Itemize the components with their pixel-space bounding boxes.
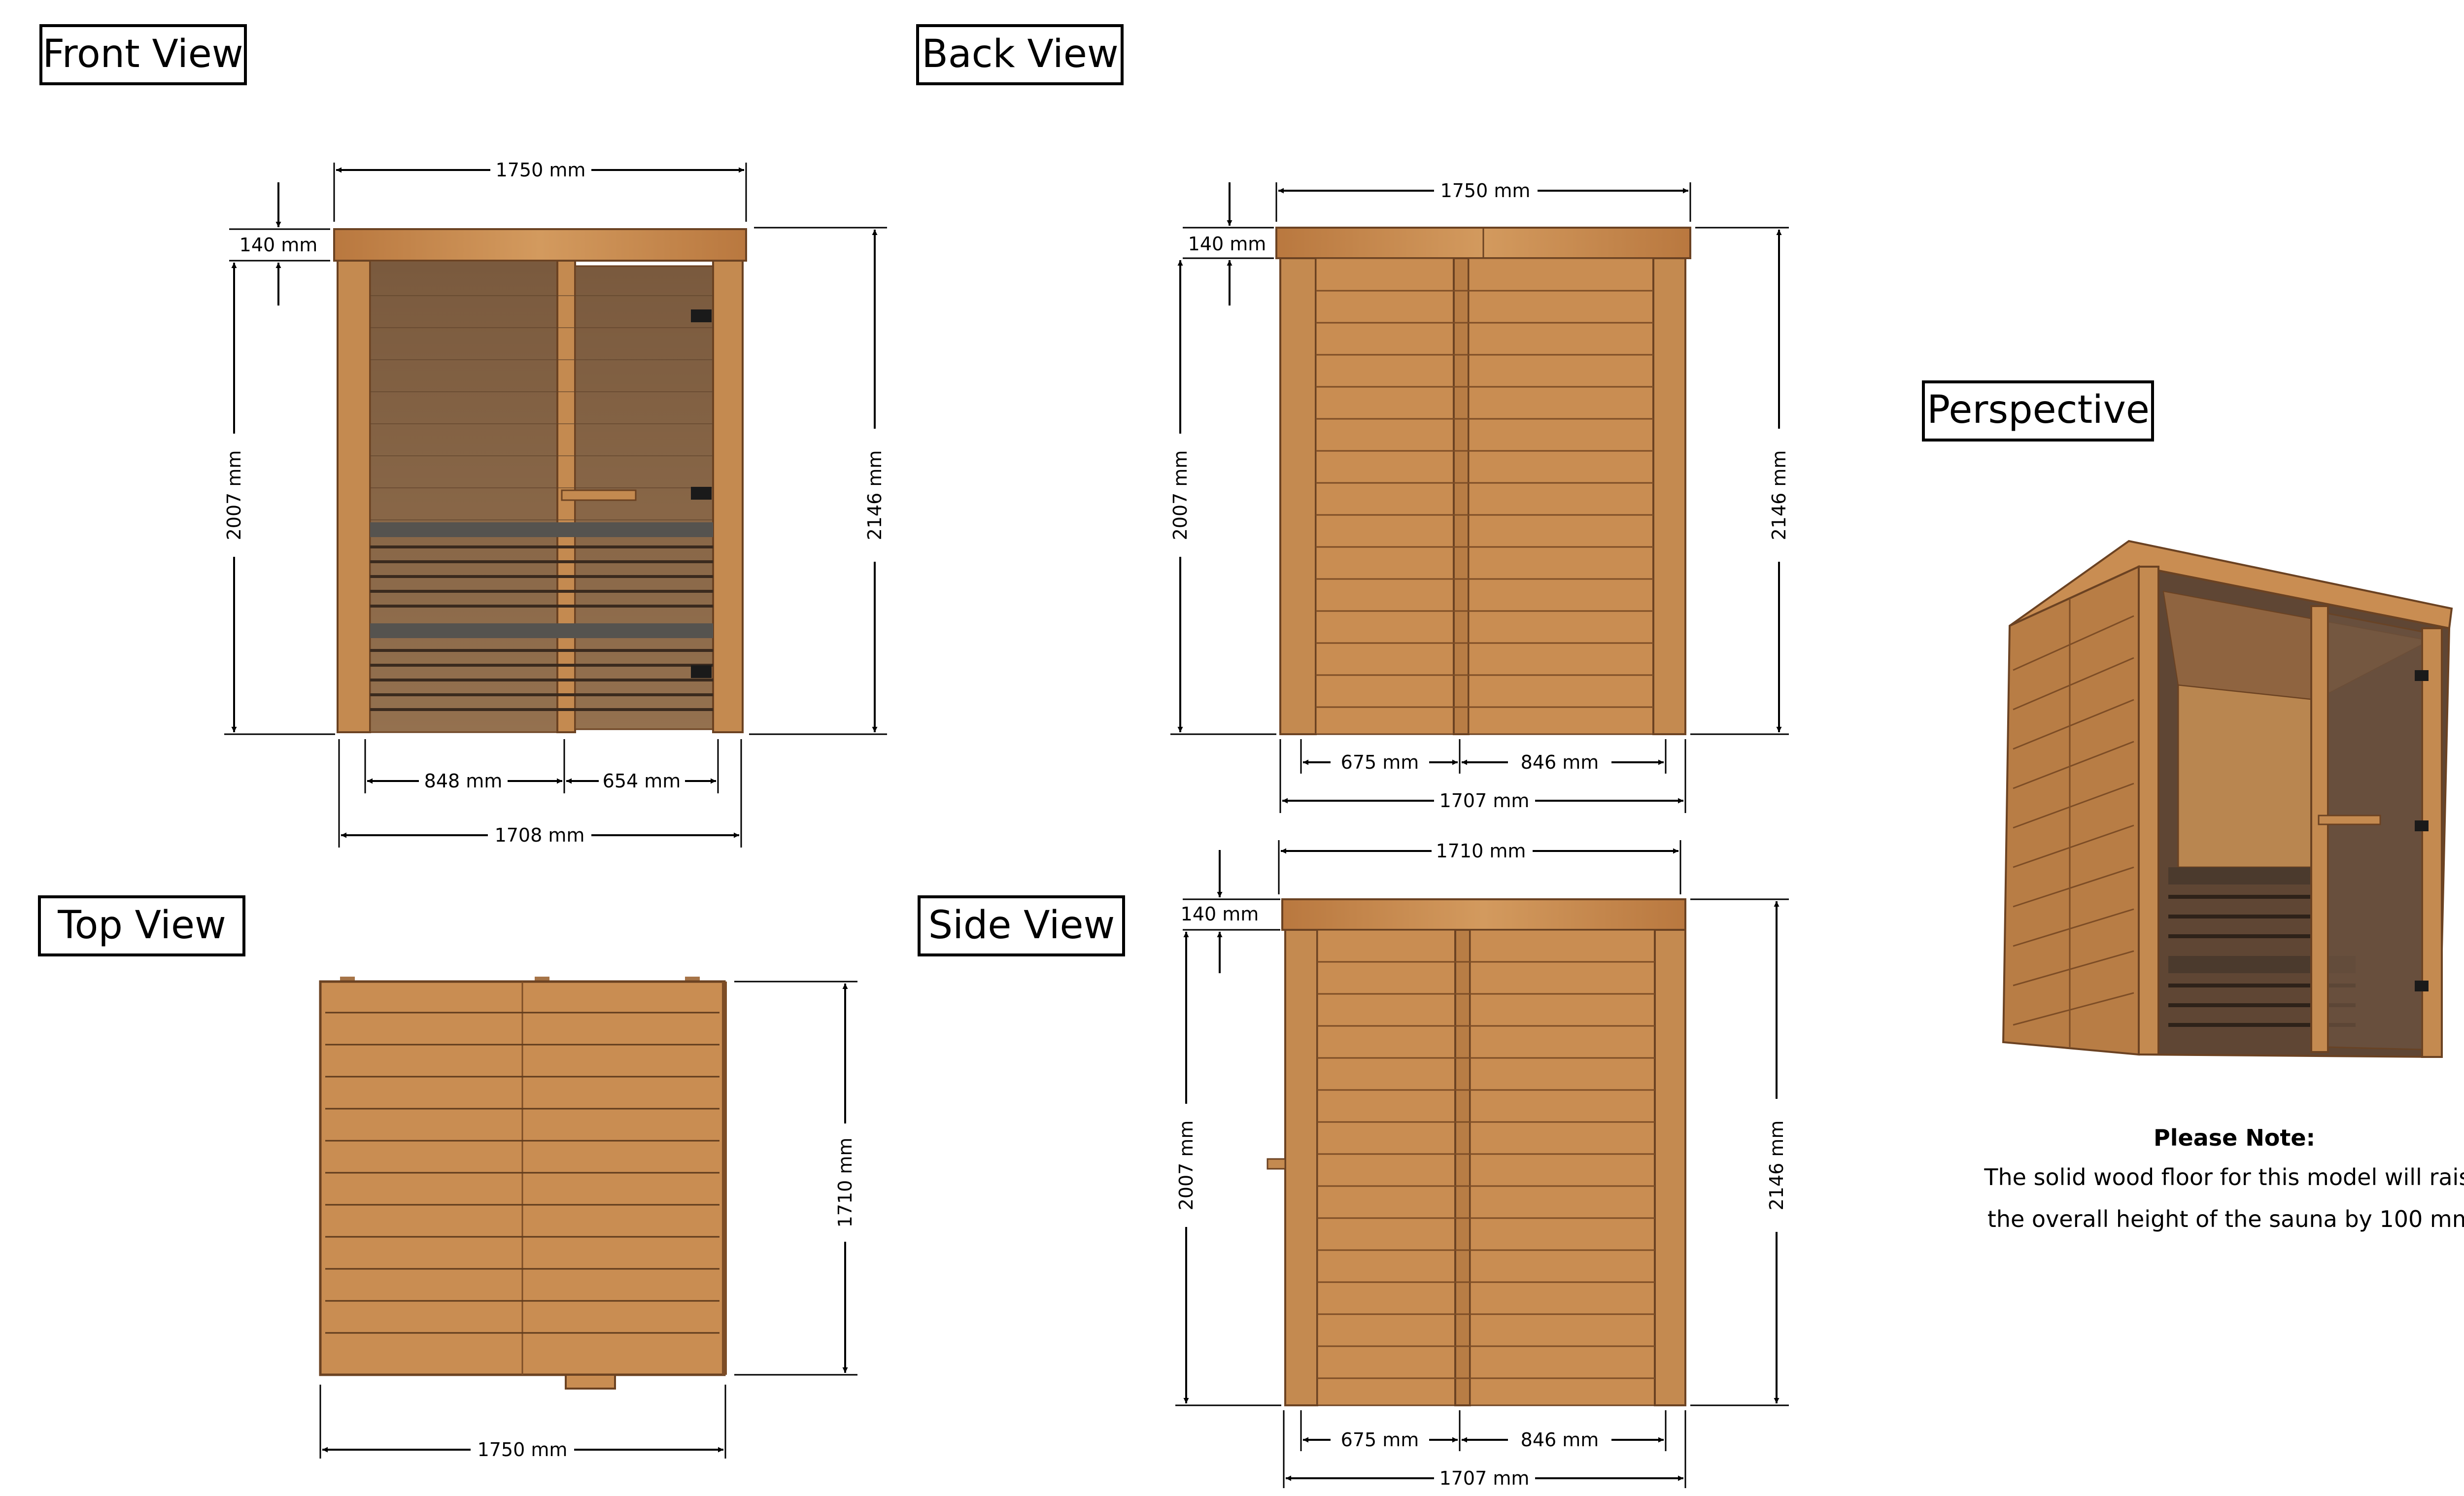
front-view-title: Front View — [42, 32, 243, 76]
back-inner-height-label: 2007 mm — [1169, 450, 1191, 541]
side-inner-height-label: 2007 mm — [1175, 1121, 1197, 1211]
top-view-title: Top View — [57, 903, 226, 948]
side-view-title: Side View — [928, 903, 1115, 948]
front-door-handle — [561, 489, 637, 501]
top-dimensions: 1710 mm 1750 mm — [319, 981, 857, 1461]
side-total-height-label: 2146 mm — [1766, 1121, 1787, 1211]
perspective-hinge-top-icon — [2415, 670, 2429, 681]
back-width-label: 1750 mm — [1440, 180, 1531, 202]
front-inner-height-label: 2007 mm — [223, 450, 245, 541]
side-view-drawing — [1266, 898, 1686, 1406]
perspective-door-handle — [2318, 815, 2381, 825]
front-view-drawing — [333, 228, 747, 733]
back-total-height-label: 2146 mm — [1768, 450, 1790, 541]
side-left-width-label: 675 mm — [1341, 1429, 1419, 1451]
side-depth-label: 1710 mm — [1436, 840, 1526, 862]
perspective-title: Perspective — [1927, 388, 2150, 432]
perspective-hinge-bottom-icon — [2415, 981, 2429, 991]
side-right-width-label: 846 mm — [1521, 1429, 1599, 1451]
perspective-drawing — [2002, 540, 2453, 1058]
front-door-width-label: 654 mm — [603, 770, 681, 792]
front-hinge-top-icon — [691, 309, 712, 322]
front-hinge-middle-icon — [691, 487, 712, 500]
front-left-width-label: 848 mm — [424, 770, 503, 792]
front-benches — [370, 522, 713, 711]
back-board-lines — [1316, 290, 1653, 708]
back-roof-label: 140 mm — [1188, 233, 1266, 255]
front-total-height-label: 2146 mm — [864, 450, 886, 541]
back-left-width-label: 675 mm — [1341, 751, 1419, 773]
side-base-width-label: 1707 mm — [1439, 1467, 1530, 1489]
back-dimensions: 1750 mm 140 mm 2007 mm 2146 mm 675 mm 84… — [1169, 180, 1790, 813]
top-depth-label: 1710 mm — [834, 1138, 856, 1228]
front-hinge-bottom-icon — [691, 665, 712, 678]
front-dimensions: 1750 mm 140 mm 2007 mm 2146 mm 848 mm 65… — [223, 159, 887, 848]
top-view-drawing — [319, 977, 727, 1390]
top-view-title-box: Top View — [38, 895, 245, 956]
side-handle-stub — [1266, 1158, 1286, 1170]
top-door-handle — [565, 1374, 616, 1390]
front-base-width-label: 1708 mm — [495, 824, 585, 846]
perspective-title-box: Perspective — [1922, 380, 2154, 442]
note-line-2: the overall height of the sauna by 100 m… — [1987, 1206, 2464, 1232]
front-width-label: 1750 mm — [496, 159, 586, 181]
front-roof-label: 140 mm — [240, 234, 318, 256]
front-back-wall-lines — [370, 295, 713, 520]
note-line-1: The solid wood floor for this model will… — [1984, 1164, 2464, 1190]
back-view-title: Back View — [922, 32, 1118, 76]
back-view-title-box: Back View — [916, 24, 1124, 85]
note-block: Please Note: The solid wood floor for th… — [1984, 1124, 2464, 1232]
side-dimensions: 1710 mm 140 mm 2007 mm 2146 mm 675 mm 84… — [1175, 840, 1789, 1489]
back-base-width-label: 1707 mm — [1439, 790, 1530, 812]
side-board-lines — [1317, 961, 1655, 1379]
side-view-title-box: Side View — [918, 895, 1125, 956]
back-right-width-label: 846 mm — [1521, 751, 1599, 773]
note-heading: Please Note: — [2154, 1124, 2315, 1151]
side-roof-label: 140 mm — [1181, 903, 1259, 925]
back-view-drawing — [1275, 227, 1691, 735]
front-view-title-box: Front View — [39, 24, 247, 85]
perspective-hinge-middle-icon — [2415, 820, 2429, 831]
top-board-lines — [325, 1012, 719, 1334]
top-width-label: 1750 mm — [478, 1439, 568, 1461]
